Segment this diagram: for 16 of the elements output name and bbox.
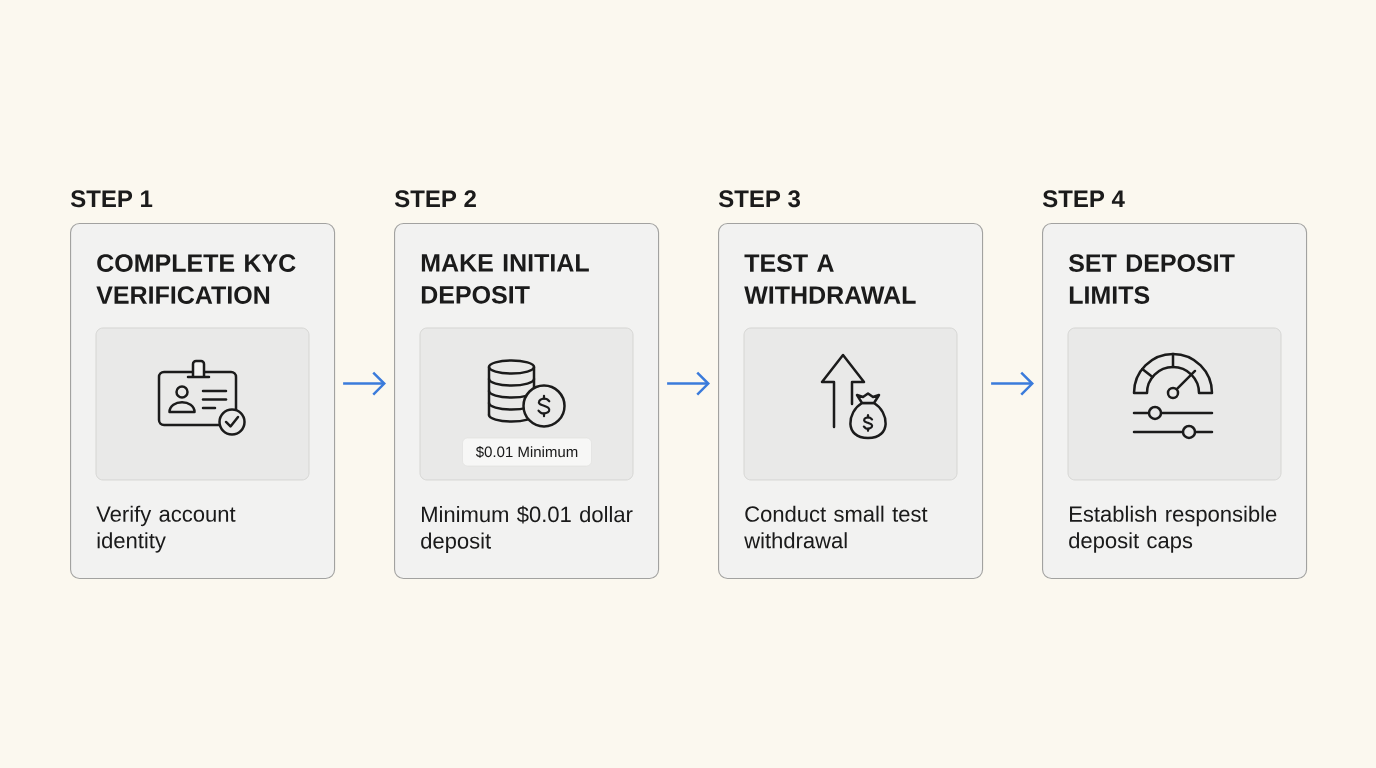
step-title: TEST A WITHDRAWAL bbox=[744, 254, 916, 304]
value-badge: $0.01 Minimum bbox=[462, 437, 592, 467]
step-title: SET DEPOSIT LIMITS bbox=[1068, 254, 1235, 304]
image-panel bbox=[1067, 327, 1282, 481]
image-panel bbox=[743, 327, 958, 481]
step-description: Verify account identity bbox=[96, 505, 236, 553]
image-panel bbox=[95, 327, 310, 481]
step-description: Conduct small test withdrawal bbox=[744, 505, 928, 549]
step-title: MAKE INITIAL DEPOSIT bbox=[421, 254, 589, 304]
step-description: Minimum $0.01 dollar deposit bbox=[421, 505, 633, 554]
step-label: STEP 1 bbox=[70, 190, 153, 208]
step-description: Establish responsible deposit caps bbox=[1069, 505, 1277, 553]
step-label: STEP 4 bbox=[1042, 190, 1125, 208]
step-title: COMPLETE KYC VERIFICATION bbox=[96, 254, 296, 304]
step-label: STEP 3 bbox=[718, 190, 801, 208]
step-label: STEP 2 bbox=[394, 190, 476, 208]
